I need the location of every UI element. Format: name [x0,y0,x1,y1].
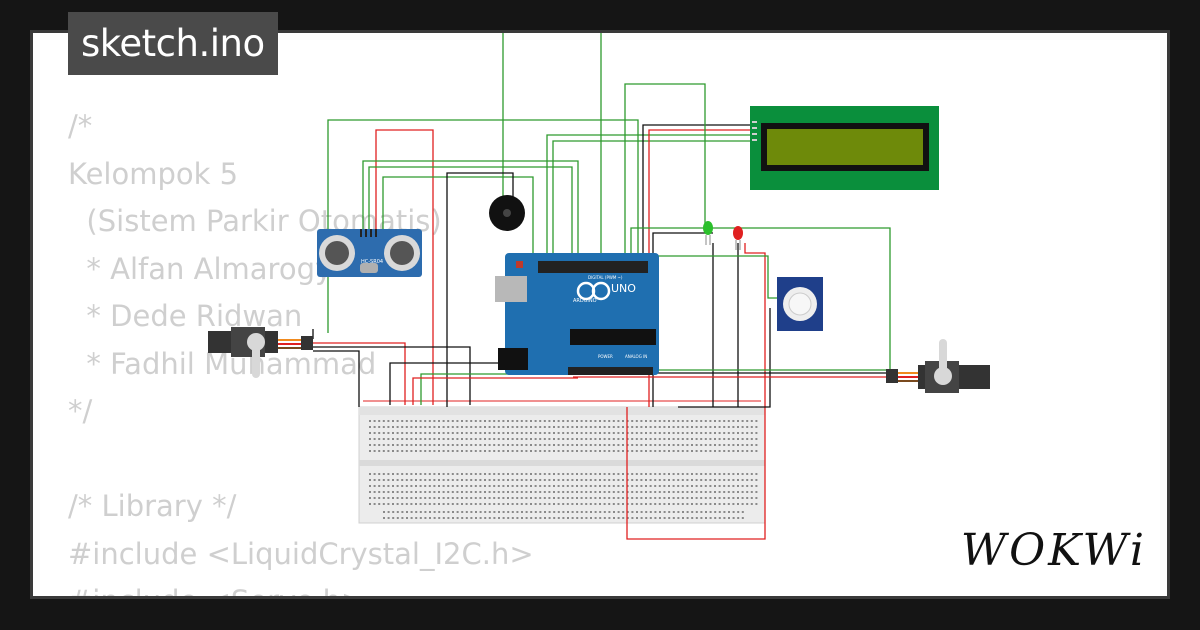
breadboard[interactable] [358,400,766,524]
circuit-diagram[interactable]: HC-SR04 UNO ARDUINO DIGITAL (PWM [33,33,1167,596]
arduino-power: POWER [598,354,613,359]
pir-sensor[interactable] [777,277,823,331]
arduino-label: UNO [611,282,636,295]
arduino-brand: ARDUINO [573,298,597,304]
code-background: /* Kelompok 5 (Sistem Parkir Otomatis) *… [68,109,534,596]
led-red[interactable] [733,226,743,250]
canvas-card: /* Kelompok 5 (Sistem Parkir Otomatis) *… [33,33,1167,596]
servo-left[interactable] [208,327,313,378]
arduino-uno[interactable]: UNO ARDUINO DIGITAL (PWM ~) POWER ANALOG… [495,253,659,375]
ultrasonic-sensor[interactable]: HC-SR04 [317,229,422,277]
arduino-header: DIGITAL (PWM ~) [588,275,623,280]
buzzer[interactable] [489,195,525,231]
file-tab[interactable]: sketch.ino [68,12,278,75]
arduino-analog: ANALOG IN [625,354,647,359]
lcd-display[interactable] [750,106,939,190]
servo-right[interactable] [886,339,990,393]
led-green[interactable] [703,221,713,245]
wokwi-logo: WOKWi [960,525,1147,576]
sensor-label: HC-SR04 [361,259,383,265]
